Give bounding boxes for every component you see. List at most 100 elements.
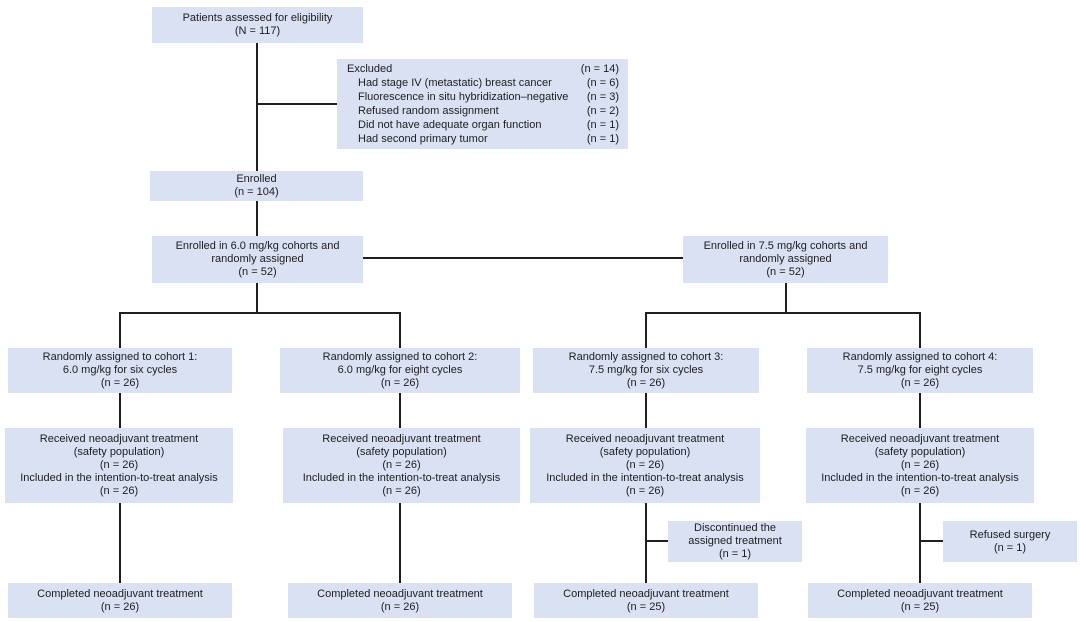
connector-60cohorts-75cohorts [363, 257, 683, 259]
box-text-line: Refused surgery [969, 528, 1051, 541]
box-count-line: (n = 25) [900, 600, 940, 613]
box-text-line: Received neoadjuvant treatment [840, 433, 1000, 445]
excluded-row: Had second primary tumor (n = 1) [347, 132, 619, 146]
connector-excluded-branch [257, 103, 337, 105]
box-count-line: (n = 52) [766, 266, 805, 278]
received-2-box: Received neoadjuvant treatment (safety p… [283, 428, 520, 503]
completed-2-box: Completed neoadjuvant treatment (n = 26) [288, 583, 512, 618]
box-count-line: (n = 26) [380, 600, 420, 613]
box-count-line: (n = 26) [382, 459, 421, 471]
excluded-count: (n = 14) [580, 63, 619, 75]
connector-75cohorts-split [785, 283, 787, 313]
excluded-row: Excluded (n = 14) [347, 62, 619, 76]
excluded-row: Fluorescence in situ hybridization–negat… [347, 90, 619, 104]
box-text-line: 7.5 mg/kg for eight cycles [857, 364, 983, 376]
box-count-line: (n = 25) [626, 600, 666, 613]
connector-split-cohort2 [399, 312, 401, 348]
discontinued-box: Discontinued the assigned treatment (n =… [668, 521, 802, 562]
excluded-reason: Did not have adequate organ function [358, 119, 542, 131]
excluded-count: (n = 3) [586, 91, 619, 103]
box-text-line: assigned treatment [688, 535, 782, 547]
enrolled-box: Enrolled (n = 104) [150, 171, 363, 201]
box-text-line: Included in the intention-to-treat analy… [546, 472, 744, 484]
connector-cohort1-received1 [119, 393, 121, 428]
box-text-line: Completed neoadjuvant treatment [563, 587, 729, 600]
connector-split-60 [119, 312, 401, 314]
box-text-line: 7.5 mg/kg for six cycles [588, 364, 704, 376]
box-text-line: (safety population) [874, 446, 966, 458]
cohort-1-box: Randomly assigned to cohort 1: 6.0 mg/kg… [8, 348, 232, 393]
excluded-reason: Had second primary tumor [358, 133, 488, 145]
box-count-line: (N = 117) [234, 25, 281, 37]
box-text-line: Randomly assigned to cohort 4: [842, 351, 998, 363]
connector-received3-completed3 [645, 503, 647, 583]
eligibility-box: Patients assessed for eligibility (N = 1… [152, 7, 363, 43]
box-text-line: Included in the intention-to-treat analy… [821, 472, 1019, 484]
box-text-line: Randomly assigned to cohort 3: [568, 351, 724, 363]
box-count-line: (n = 26) [99, 459, 139, 471]
box-count-line: (n = 1) [993, 541, 1027, 554]
box-text-line: 6.0 mg/kg for six cycles [62, 364, 178, 376]
connector-split-cohort3 [645, 312, 647, 348]
box-text-line: Included in the intention-to-treat analy… [20, 472, 218, 484]
connector-refused-branch [920, 540, 943, 542]
box-count-line: (n = 26) [900, 459, 940, 471]
box-count-line: (n = 1) [718, 548, 752, 560]
box-count-line: (n = 26) [900, 377, 940, 389]
box-count-line: (n = 26) [900, 485, 940, 497]
box-count-line: (n = 26) [382, 485, 421, 497]
cohort-4-box: Randomly assigned to cohort 4: 7.5 mg/kg… [807, 348, 1033, 393]
completed-1-box: Completed neoadjuvant treatment (n = 26) [8, 583, 232, 618]
connector-received2-completed2 [399, 503, 401, 583]
received-1-box: Received neoadjuvant treatment (safety p… [5, 428, 233, 503]
box-text-line: (safety population) [356, 446, 447, 458]
excluded-count: (n = 6) [586, 77, 619, 89]
excluded-count: (n = 1) [586, 119, 619, 131]
connector-received1-completed1 [119, 503, 121, 583]
box-count-line: (n = 26) [380, 377, 420, 389]
box-count-line: (n = 26) [625, 459, 665, 471]
enrolled-60-box: Enrolled in 6.0 mg/kg cohorts and random… [152, 236, 363, 283]
box-text-line: Received neoadjuvant treatment [565, 433, 725, 445]
box-text-line: Discontinued the [694, 522, 776, 534]
box-count-line: (n = 26) [99, 485, 139, 497]
box-text-line: Patients assessed for eligibility [182, 12, 333, 24]
box-text-line: Randomly assigned to cohort 2: [322, 351, 478, 363]
refused-surgery-box: Refused surgery (n = 1) [943, 521, 1077, 562]
connector-cohort4-received4 [919, 393, 921, 428]
box-count-line: (n = 26) [100, 377, 140, 389]
box-text-line: Included in the intention-to-treat analy… [302, 472, 501, 484]
box-count-line: (n = 26) [625, 485, 665, 497]
box-count-line: (n = 26) [100, 600, 140, 613]
connector-discontinued-branch [646, 540, 668, 542]
excluded-row: Refused random assignment (n = 2) [347, 104, 619, 118]
box-text-line: Enrolled in 7.5 mg/kg cohorts and [703, 240, 868, 252]
excluded-reason: Had stage IV (metastatic) breast cancer [358, 77, 552, 89]
connector-split-cohort4 [919, 312, 921, 348]
box-count-line: (n = 104) [234, 186, 279, 198]
box-text-line: Randomly assigned to cohort 1: [42, 351, 198, 363]
excluded-row: Did not have adequate organ function (n … [347, 118, 619, 132]
box-text-line: randomly assigned [211, 253, 304, 265]
box-text-line: Completed neoadjuvant treatment [37, 587, 203, 600]
connector-split-75 [645, 312, 921, 314]
excluded-reason: Refused random assignment [358, 105, 499, 117]
cohort-3-box: Randomly assigned to cohort 3: 7.5 mg/kg… [533, 348, 759, 393]
completed-4-box: Completed neoadjuvant treatment (n = 25) [808, 583, 1032, 618]
completed-3-box: Completed neoadjuvant treatment (n = 25) [534, 583, 758, 618]
box-text-line: Received neoadjuvant treatment [39, 433, 199, 445]
excluded-row: Had stage IV (metastatic) breast cancer … [347, 76, 619, 90]
excluded-reason: Excluded [347, 63, 393, 75]
connector-enrolled-60cohorts [256, 201, 258, 236]
connector-cohort3-received3 [645, 393, 647, 428]
connector-split-cohort1 [119, 312, 121, 348]
box-text-line: Enrolled [236, 173, 277, 185]
box-text-line: Completed neoadjuvant treatment [317, 587, 483, 600]
excluded-reason: Fluorescence in situ hybridization–negat… [358, 91, 569, 103]
box-text-line: 6.0 mg/kg for eight cycles [337, 364, 463, 376]
excluded-count: (n = 2) [586, 105, 619, 117]
box-text-line: Received neoadjuvant treatment [322, 433, 481, 445]
received-3-box: Received neoadjuvant treatment (safety p… [530, 428, 760, 503]
box-text-line: Completed neoadjuvant treatment [837, 587, 1003, 600]
